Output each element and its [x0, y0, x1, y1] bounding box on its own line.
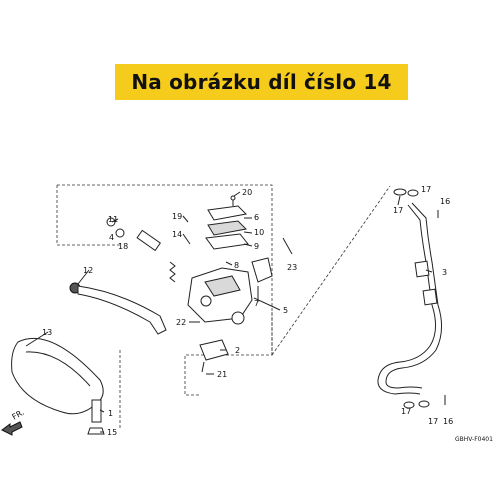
- callout-17-top-left: 17: [393, 206, 403, 215]
- holder-bracket: [251, 237, 293, 283]
- callout-9: 9: [254, 242, 259, 251]
- piston-kit: [106, 217, 176, 283]
- callout-17-bottom-left: 17: [401, 407, 411, 416]
- direction-label: FR.: [11, 408, 26, 422]
- callout-5: 5: [283, 306, 288, 315]
- callout-10: 10: [254, 228, 264, 237]
- callout-22: 22: [176, 318, 186, 327]
- callout-17-top-right: 17: [421, 185, 431, 194]
- callout-2: 2: [235, 346, 240, 355]
- callout-7: 7: [254, 299, 259, 308]
- callout-19: 19: [172, 212, 182, 221]
- callout-21: 21: [217, 370, 227, 379]
- callout-20: 20: [242, 188, 252, 197]
- master-cylinder-body: [187, 267, 253, 325]
- leader-lines: [25, 191, 433, 433]
- stop-switch: [199, 339, 229, 373]
- callout-17-bottom-right: 17: [428, 417, 438, 426]
- brake-hose: [377, 202, 442, 395]
- callout-14: 14: [172, 230, 182, 239]
- callout-15: 15: [107, 428, 117, 437]
- diagram-code: GBHV-F0401: [455, 436, 493, 443]
- assembly-outline: [56, 184, 391, 430]
- callout-1: 1: [108, 409, 113, 418]
- callout-13: 13: [42, 328, 52, 337]
- banjo-bolts: [393, 188, 446, 409]
- lever-guard: [11, 337, 104, 415]
- front-direction-arrow: FR.: [1, 408, 26, 436]
- part-number-banner: Na obrázku díl číslo 14: [115, 64, 408, 100]
- callout-8: 8: [234, 261, 239, 270]
- brake-lever: [69, 282, 167, 335]
- callout-4: 4: [109, 233, 114, 242]
- banner-text: Na obrázku díl číslo 14: [131, 70, 392, 94]
- callout-labels: 20 19 14 6 10 9 8 11 4 18 12 23 7 5 22 2…: [42, 185, 453, 437]
- callout-6: 6: [254, 213, 259, 222]
- callout-11: 11: [108, 215, 118, 224]
- callout-3: 3: [442, 268, 447, 277]
- callout-12: 12: [83, 266, 93, 275]
- callout-16-bottom: 16: [443, 417, 453, 426]
- callout-23: 23: [287, 263, 297, 272]
- callout-16-top: 16: [440, 197, 450, 206]
- callout-18: 18: [118, 242, 128, 251]
- reservoir-cap-part: [205, 195, 249, 250]
